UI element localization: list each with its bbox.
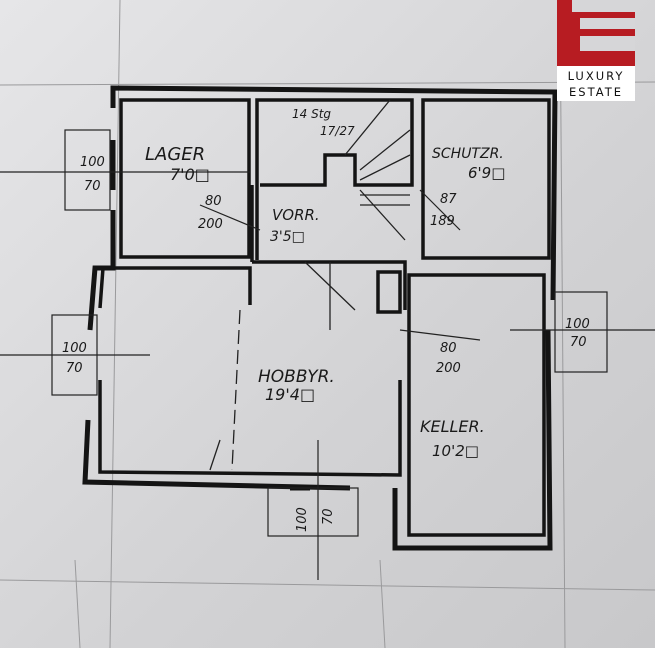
windows (0, 129, 655, 580)
logo-line1: LUXURY (567, 69, 625, 83)
hobbyr-area: 19'4□ (265, 385, 315, 404)
door-keller-h: 200 (436, 361, 461, 376)
win-keller-h: 70 (570, 335, 587, 350)
door-keller-w: 80 (440, 341, 457, 356)
win-lager-w: 100 (80, 155, 105, 170)
schutzr-area: 6'9□ (468, 164, 505, 182)
door-lager-w: 80 (205, 194, 222, 209)
logo-text: LUXURY ESTATE (557, 66, 635, 101)
door-lager-h: 200 (198, 217, 223, 232)
schutzr-wall (421, 98, 551, 260)
keller-name: KELLER. (420, 417, 485, 436)
lager-name: LAGER (145, 144, 205, 165)
door-schutzr-h: 189 (430, 214, 455, 229)
win-keller-w: 100 (565, 317, 590, 332)
labels: LAGER 7'0□ 14 Stg 17/27 SCHUTZR. 6'9□ VO… (62, 107, 590, 532)
stair-steps: 14 Stg (292, 107, 331, 121)
lager-area: 7'0□ (170, 165, 210, 184)
win-hobby-bottom-h: 70 (321, 508, 336, 525)
logo-mark (557, 0, 635, 66)
win-hobby-left-h: 70 (66, 361, 83, 376)
logo-line2: ESTATE (569, 85, 623, 99)
lager-wall (119, 98, 251, 259)
keller-area: 10'2□ (432, 442, 479, 460)
door-schutzr-w: 87 (440, 192, 457, 207)
stair-ratio: 17/27 (320, 124, 355, 138)
luxury-estate-logo: LUXURY ESTATE (557, 0, 635, 101)
vorr-name: VORR. (272, 206, 320, 224)
win-lager-h: 70 (84, 179, 101, 194)
stair-lines (209, 99, 411, 471)
vorr-area: 3'5□ (270, 229, 305, 245)
schutzr-name: SCHUTZR. (432, 146, 504, 162)
hobbyr-name: HOBBYR. (258, 367, 335, 387)
keller-wall (407, 273, 546, 537)
inner-walls (98, 98, 551, 537)
win-hobby-left-w: 100 (62, 341, 87, 356)
win-hobby-bottom-w: 100 (295, 507, 310, 532)
chimney (376, 270, 402, 314)
